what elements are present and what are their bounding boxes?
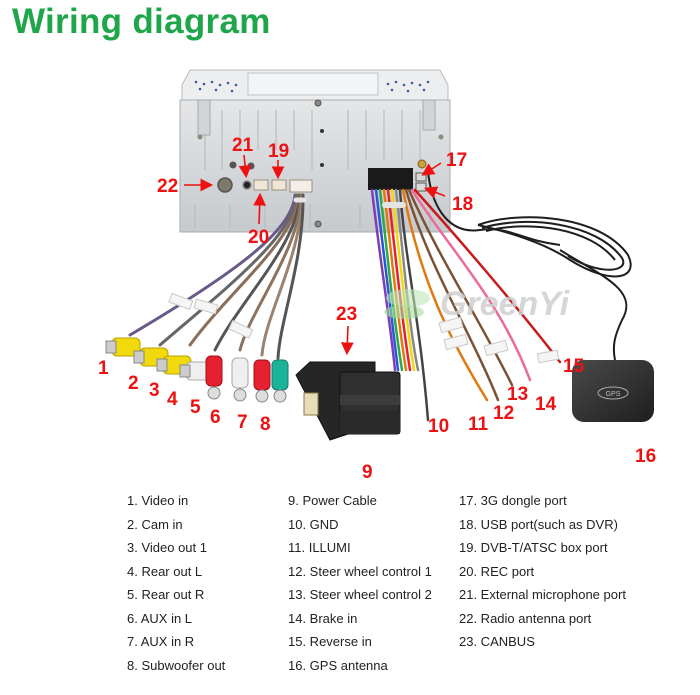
legend-item: 23. CANBUS [459, 634, 535, 649]
legend-item: 3. Video out 1 [127, 540, 207, 555]
legend-item: 22. Radio antenna port [459, 610, 592, 626]
watermark-text: GreenYi [440, 285, 571, 323]
av-harness-socket [289, 179, 313, 193]
legend-item: 19. DVB-T/ATSC box port [459, 540, 608, 555]
hole [320, 163, 324, 167]
rca-plugs [105, 337, 289, 403]
callout-5: 5 [190, 397, 201, 418]
callout-21: 21 [232, 135, 254, 156]
rca-plug-video-in [105, 337, 141, 357]
callout-23: 23 [336, 304, 357, 325]
callout-8: 8 [260, 414, 271, 435]
legend-item: 14. Brake in [288, 610, 358, 626]
rec-port [253, 179, 269, 191]
mount-bracket-right [422, 99, 436, 131]
legend-item: 7. AUX in R [127, 634, 195, 649]
callout-3: 3 [149, 380, 160, 401]
rca-plug-aux-in-r [253, 359, 271, 403]
callout-10: 10 [428, 416, 449, 437]
callout-19: 19 [268, 141, 289, 162]
callout-16: 16 [635, 446, 656, 467]
usb-port [415, 182, 427, 192]
callout-17: 17 [446, 150, 467, 171]
chassis-ribs [194, 110, 431, 228]
legend-item: 20. REC port [459, 563, 535, 579]
callout-22: 22 [157, 176, 178, 197]
legend-item: 12. Steer wheel control 1 [288, 563, 432, 579]
callout-9: 9 [362, 462, 373, 480]
gps-cable [427, 169, 632, 361]
legend-item: 11. ILLUMI [288, 540, 351, 555]
callout-6: 6 [210, 407, 221, 428]
legend-item: 5. Rear out R [127, 587, 205, 602]
dvb-box-port [271, 179, 287, 191]
callout-labels: 1 2 3 4 5 6 7 8 9 10 11 12 13 14 15 16 1… [98, 135, 656, 480]
callout-arrows [184, 154, 446, 356]
radio-antenna-port [217, 177, 233, 193]
screw [314, 99, 322, 107]
legend-item: 1. Video in [127, 493, 189, 508]
watermark: GreenYi [384, 285, 571, 323]
rca-plug-aux-in-l [231, 357, 249, 402]
hole [320, 129, 324, 133]
wire-tags [168, 292, 254, 339]
power-wire-tags [438, 316, 560, 364]
legend-column-2: 9. Power Cable 10. GND 11. ILLUMI 12. St… [288, 489, 432, 677]
chassis-label-plate [247, 72, 379, 96]
callout-2: 2 [128, 373, 139, 394]
callout-4: 4 [167, 389, 178, 410]
callout-14: 14 [535, 394, 557, 415]
legend-item: 8. Subwoofer out [127, 657, 226, 673]
gps-antenna: GPS [572, 360, 654, 422]
gps-antenna-jack [417, 159, 427, 169]
callout-18: 18 [452, 194, 473, 215]
callout-1: 1 [98, 358, 109, 379]
legend-item: 15. Reverse in [288, 634, 372, 649]
power-harness-socket [368, 168, 413, 190]
callout-15: 15 [563, 356, 585, 377]
callout-7: 7 [237, 412, 248, 433]
legend-item: 16. GPS antenna [288, 657, 388, 673]
hole [247, 162, 255, 170]
legend-item: 10. GND [288, 516, 339, 532]
legend-column-3: 17. 3G dongle port 18. USB port(such as … [459, 489, 626, 654]
3g-dongle-port [415, 172, 427, 182]
legend-item: 18. USB port(such as DVR) [459, 516, 618, 532]
legend-item: 17. 3G dongle port [459, 493, 567, 508]
vent-holes [194, 80, 430, 93]
screw [438, 134, 444, 140]
gps-label: GPS [606, 391, 621, 398]
legend-item: 6. AUX in L [127, 610, 193, 626]
legend-column-1: 1. Video in 2. Cam in 3. Video out 1 4. … [127, 489, 225, 677]
screw [197, 134, 203, 140]
power-cable-connector [339, 371, 401, 435]
mount-bracket-left [197, 99, 211, 136]
callout-12: 12 [493, 403, 514, 424]
legend-item: 13. Steer wheel control 2 [288, 587, 432, 602]
legend-item: 9. Power Cable [288, 493, 377, 508]
legend-item: 2. Cam in [127, 516, 183, 532]
rca-plug-rear-out-r [205, 355, 223, 400]
wiring-diagram: GPS GreenYi 1 2 3 4 5 6 7 8 9 10 11 12 1… [98, 69, 656, 480]
legend-item: 4. Rear out L [127, 563, 203, 579]
screw [314, 220, 322, 228]
page-title: Wiring diagram [12, 2, 271, 41]
head-unit [179, 69, 451, 233]
chassis-back-panel [179, 99, 451, 233]
hole [229, 161, 237, 169]
callout-13: 13 [507, 384, 528, 405]
legend-item: 21. External microphone port [459, 587, 626, 602]
microphone-port [242, 180, 252, 190]
power-harness-wires [370, 188, 562, 422]
callout-11: 11 [468, 414, 489, 435]
rca-plug-subwoofer [271, 359, 289, 403]
callout-20: 20 [248, 227, 269, 248]
